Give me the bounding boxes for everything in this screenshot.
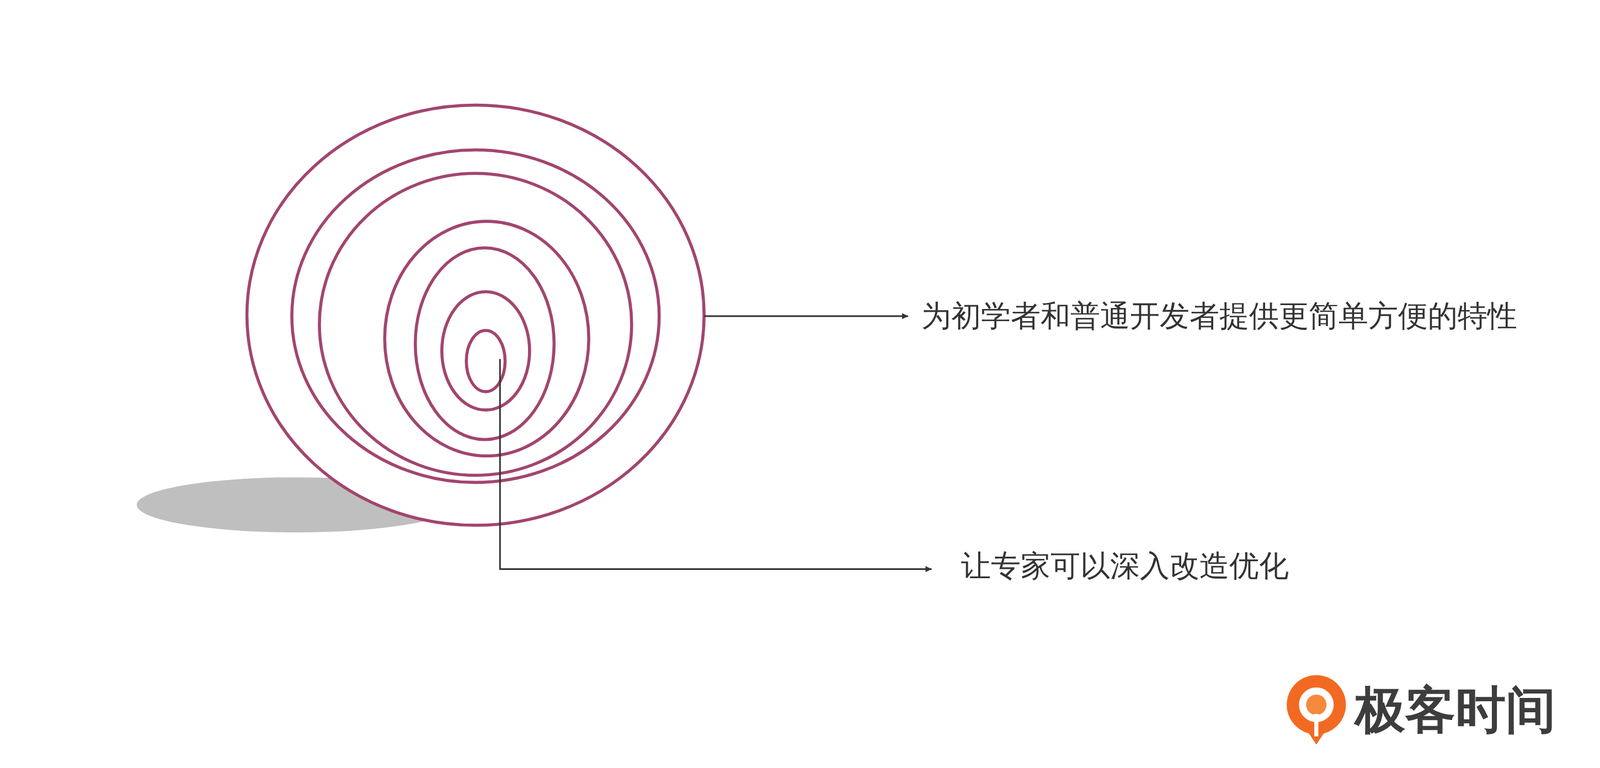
watermark: 极客时间 bbox=[1355, 680, 1556, 741]
spiral bbox=[247, 104, 705, 526]
leader-lines bbox=[499, 316, 932, 569]
logo-icon bbox=[1286, 675, 1346, 745]
feature-note: 为初学者和普通开发者提供更简单方便的特性 bbox=[921, 298, 1518, 335]
feature-note: 让专家可以深入改造优化 bbox=[961, 548, 1289, 585]
